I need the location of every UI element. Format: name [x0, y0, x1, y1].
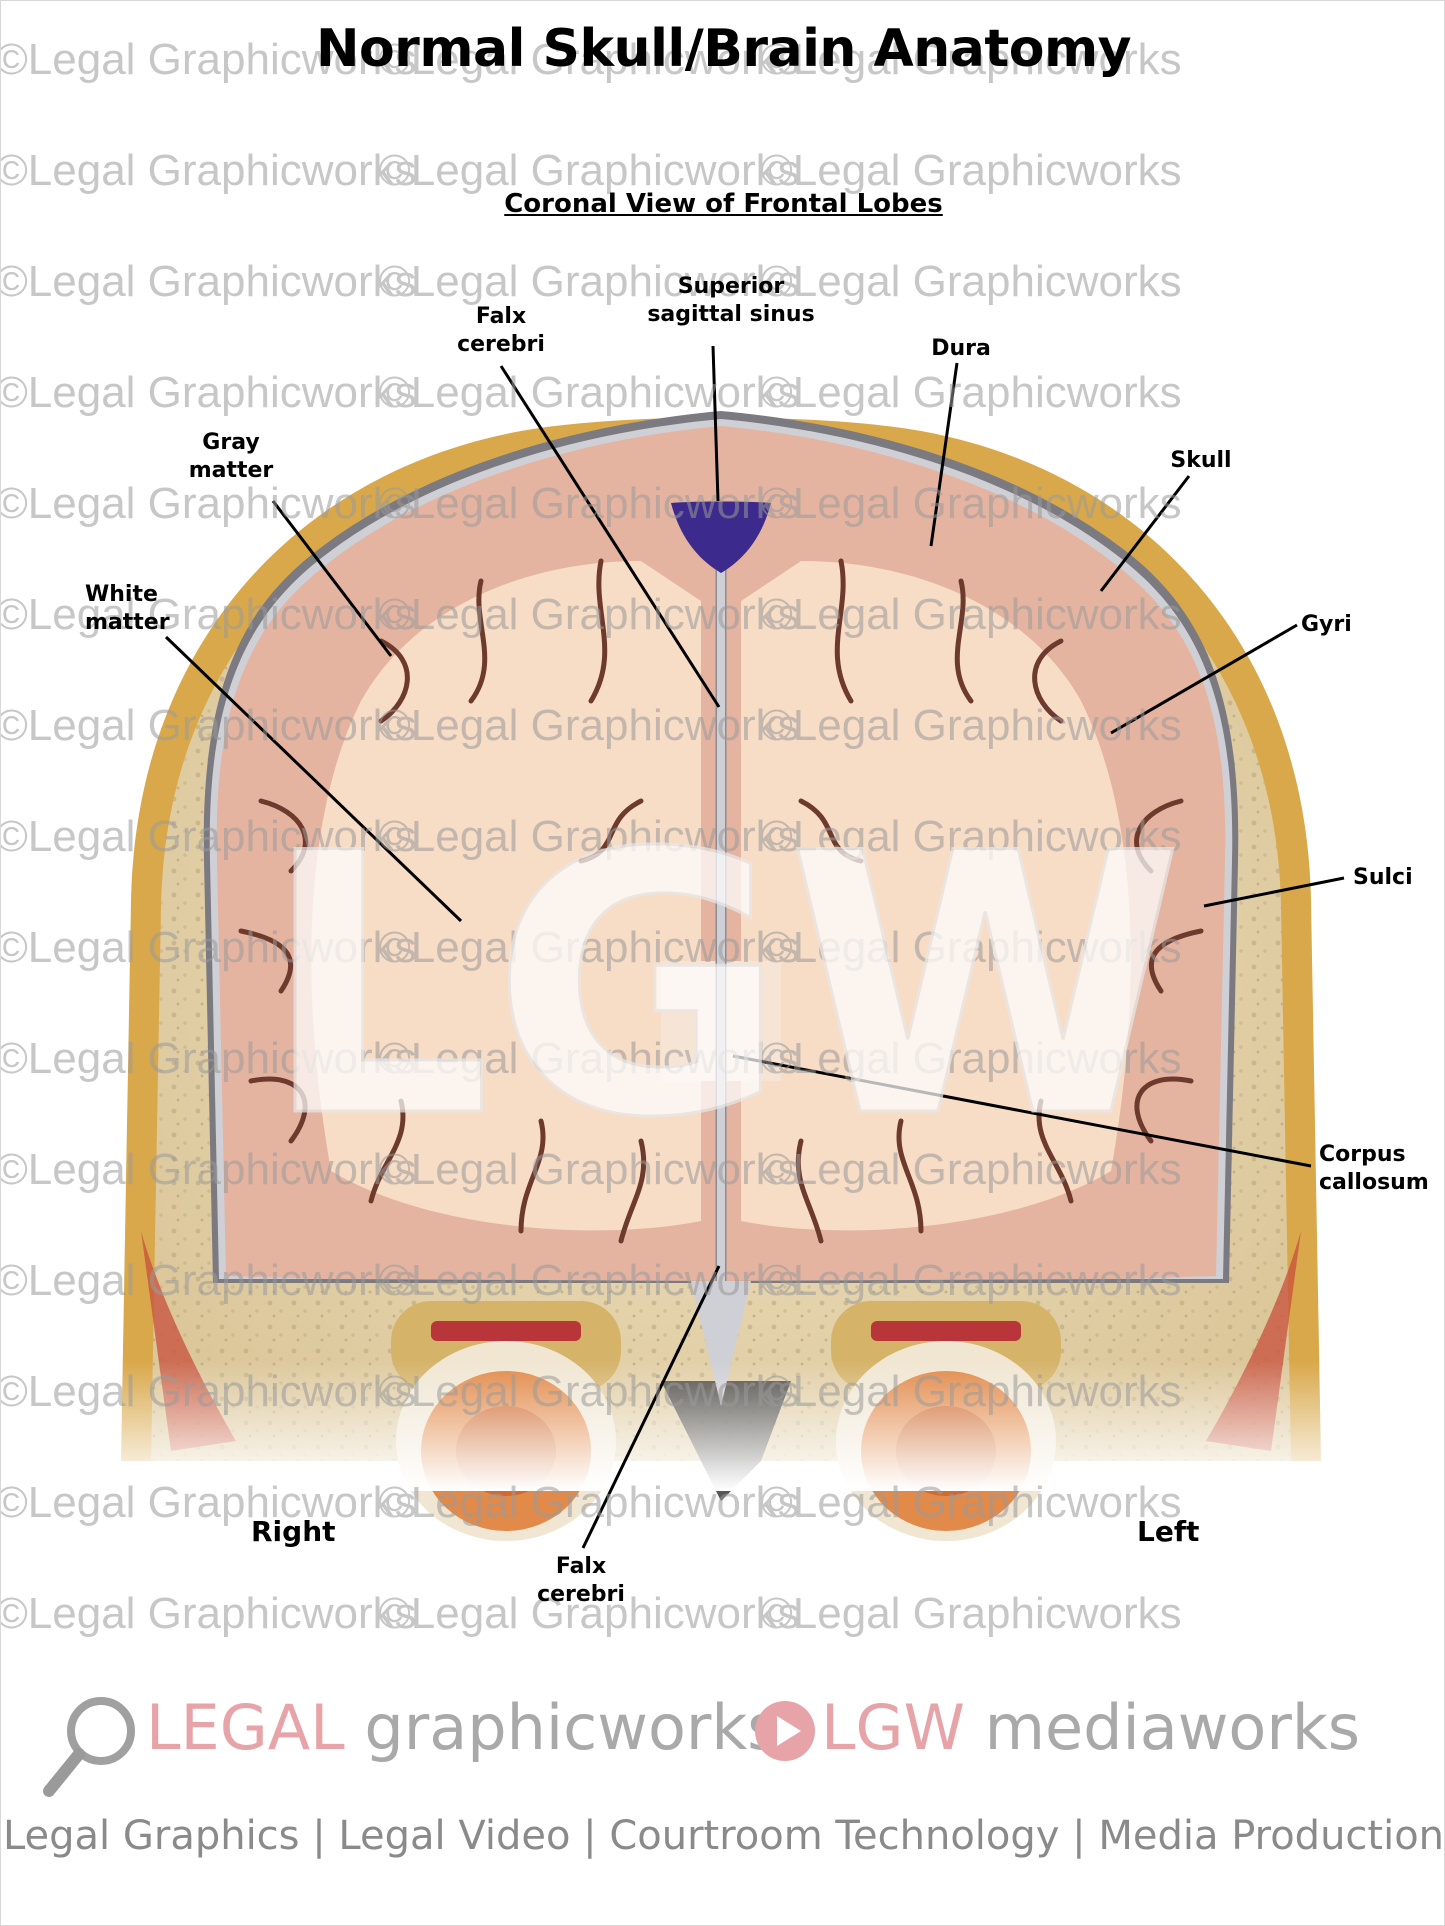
leader-skull — [1099, 475, 1191, 592]
leader-gray-matter — [271, 500, 393, 657]
leader-corpus-callosum — [732, 1054, 1312, 1168]
footer-brand-row: LEGAL graphicworks LGW mediaworks — [41, 1691, 1421, 1797]
superior-sagittal-sinus — [671, 501, 771, 573]
label-superior-sagittal-sinus: Superior sagittal sinus — [647, 274, 815, 327]
label-falx-cerebri-bottom: Falx cerebri — [537, 1554, 625, 1607]
magnifier-icon — [43, 1697, 135, 1797]
label-corpus-callosum: Corpus callosum — [1319, 1142, 1429, 1195]
label-dura: Dura — [931, 336, 991, 361]
page-title: Normal Skull/Brain Anatomy — [315, 19, 1132, 79]
brand-legal-graphicworks: LEGAL graphicworks — [146, 1691, 780, 1764]
label-skull: Skull — [1170, 448, 1232, 473]
label-sulci: Sulci — [1353, 865, 1413, 890]
leader-white-matter — [164, 635, 463, 923]
label-gray-matter: Gray matter — [188, 430, 274, 483]
white-matter-right — [311, 561, 701, 1231]
footer-tagline: Legal Graphics | Legal Video | Courtroom… — [2, 1813, 1445, 1859]
white-matter-left — [741, 561, 1131, 1231]
play-icon — [755, 1701, 815, 1761]
leader-dura — [929, 362, 959, 547]
leader-sulci — [1203, 876, 1345, 908]
leader-gyri — [1110, 623, 1298, 735]
page-subtitle: Coronal View of Frontal Lobes — [504, 189, 943, 219]
label-right-side: Right — [251, 1515, 336, 1548]
sulci-left — [795, 558, 1204, 1244]
label-falx-cerebri-top: Falx cerebri — [457, 304, 545, 357]
label-gyri: Gyri — [1301, 612, 1352, 637]
leader-falx-top — [499, 365, 721, 708]
leader-lines — [164, 345, 1345, 1549]
sulci-right — [238, 558, 647, 1244]
label-left-side: Left — [1137, 1515, 1200, 1548]
leader-falx-bottom — [581, 1265, 721, 1549]
leader-superior-sagittal-sinus — [711, 345, 720, 502]
brand-lgw-mediaworks: LGW mediaworks — [821, 1691, 1361, 1764]
label-white-matter: White matter — [85, 582, 170, 635]
